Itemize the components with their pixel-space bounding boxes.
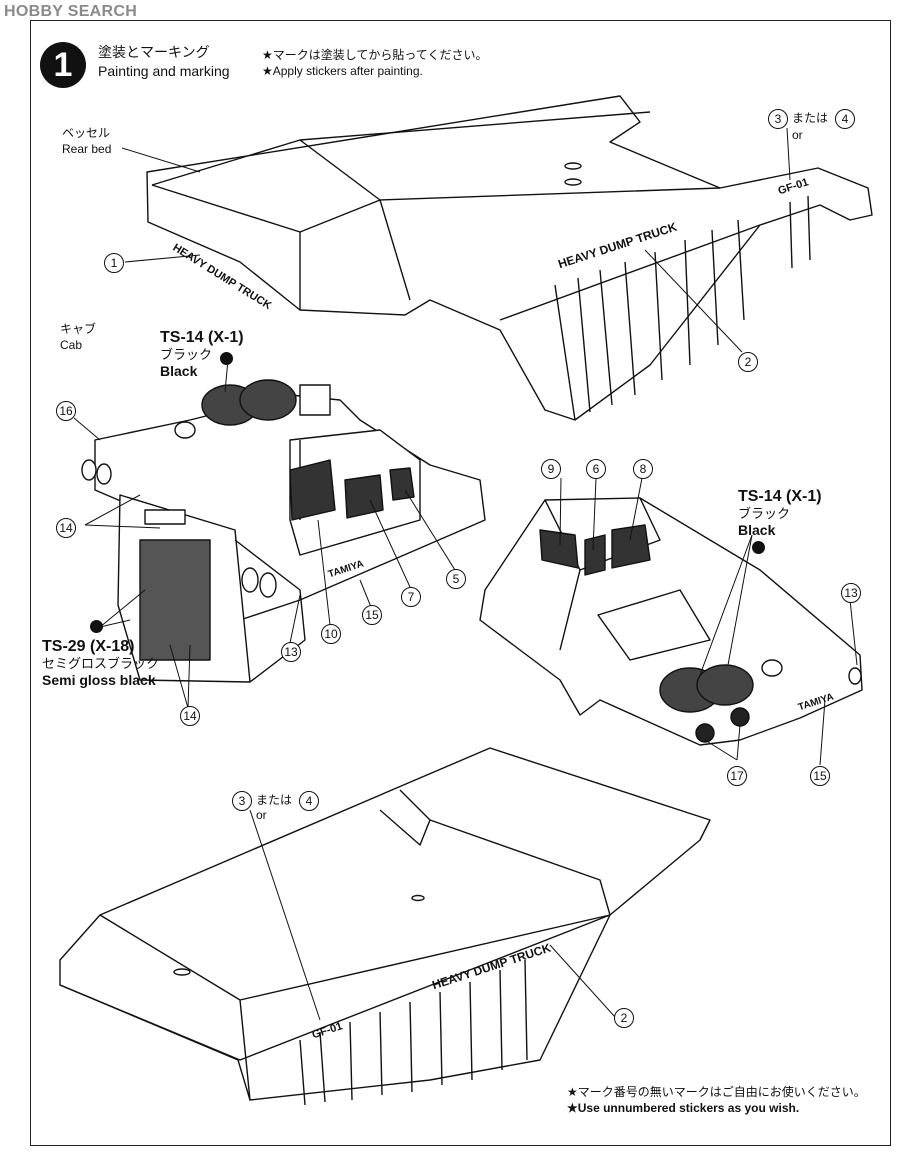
sticker-number-10: 10 (321, 624, 341, 644)
sticker-number-2: 2 (738, 352, 758, 372)
sticker-number-7: 7 (401, 587, 421, 607)
rear-bed-label-en: Rear bed (62, 142, 112, 156)
cab-left (73, 359, 486, 709)
paint-black-jp-right: ブラック (738, 507, 791, 522)
paint-drop-icon (752, 541, 765, 554)
watermark-logo: HOBBY SEARCH (4, 3, 138, 20)
choice-or-jp: または (256, 793, 293, 807)
sticker-number-14: 14 (56, 518, 76, 538)
paint-black-jp-left: ブラック (160, 348, 213, 363)
step-note-en: ★Apply stickers after painting. (262, 64, 423, 78)
rear-bed-top (121, 95, 873, 421)
rear-bed-label-jp: ベッセル (62, 126, 111, 140)
paint-drop-icon (220, 352, 233, 365)
paint-black-code-right: TS-14 (X-1) (738, 488, 822, 505)
paint-black-en-left: Black (160, 363, 198, 379)
sticker-number-1: 1 (104, 253, 124, 273)
paint-semigloss-code: TS-29 (X-18) (42, 638, 135, 655)
cab-label-en: Cab (60, 338, 83, 352)
sticker-number-15: 15 (362, 605, 382, 625)
sticker-number-16: 16 (56, 401, 76, 421)
sticker-number-15: 15 (810, 766, 830, 786)
step-title-en: Painting and marking (98, 63, 230, 79)
paint-black-en-right: Black (738, 522, 776, 538)
sticker-number-4: 4 (835, 109, 855, 129)
sticker-number-14: 14 (180, 706, 200, 726)
sticker-number-8: 8 (633, 459, 653, 479)
sticker-number-13: 13 (841, 583, 861, 603)
sticker-number-13: 13 (281, 642, 301, 662)
sticker-number-3: 3 (232, 791, 252, 811)
sticker-number-17: 17 (727, 766, 747, 786)
choice-or-jp: または (792, 111, 829, 125)
page-frame (30, 20, 891, 1146)
footer-note-jp: ★マーク番号の無いマークはご自由にお使いください。 (567, 1085, 866, 1099)
sticker-number-5: 5 (446, 569, 466, 589)
sticker-number-6: 6 (586, 459, 606, 479)
sticker-number-4: 4 (299, 791, 319, 811)
choice-or-en: or (256, 808, 267, 822)
choice-or-en: or (792, 128, 803, 142)
sticker-number-3: 3 (768, 109, 788, 129)
cab-label-jp: キャブ (60, 322, 97, 336)
paint-semigloss-jp: セミグロスブラック (42, 657, 160, 672)
step-title-jp: 塗装とマーキング (98, 45, 210, 61)
step-number-badge: 1 (40, 42, 86, 88)
paint-black-code-left: TS-14 (X-1) (160, 329, 244, 346)
step-note-jp: ★マークは塗装してから貼ってください。 (262, 48, 488, 62)
rear-bed-bottom (59, 747, 711, 1106)
sticker-number-2: 2 (614, 1008, 634, 1028)
footer-note-en: ★Use unnumbered stickers as you wish. (567, 1101, 800, 1115)
sticker-number-9: 9 (541, 459, 561, 479)
paint-drop-icon (90, 620, 103, 633)
cab-right (479, 477, 863, 766)
paint-semigloss-en: Semi gloss black (42, 672, 156, 688)
